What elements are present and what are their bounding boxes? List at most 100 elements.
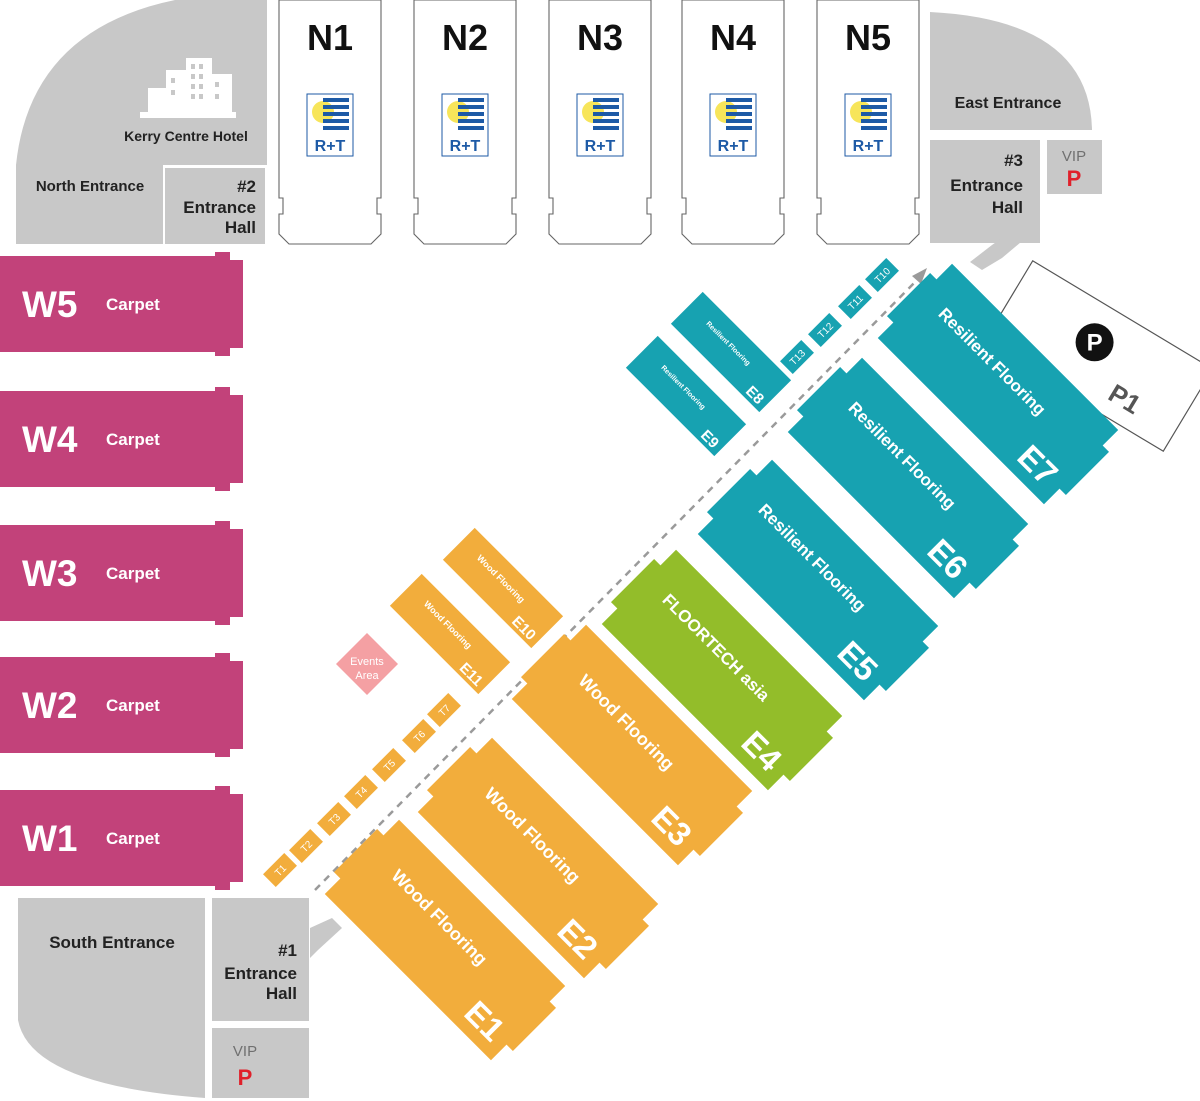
hall-shape <box>344 775 378 809</box>
hall-category: Carpet <box>106 696 160 715</box>
hall-t10[interactable]: T10 <box>865 258 899 292</box>
hall3-entrance: Entrance <box>950 176 1023 195</box>
hall-shape <box>289 829 323 863</box>
hall-category: Carpet <box>106 564 160 583</box>
hall-shape <box>787 357 1029 599</box>
parking-symbol: P <box>1087 329 1103 356</box>
hall-t7[interactable]: T7 <box>427 693 461 727</box>
events-line2: Area <box>355 670 379 682</box>
hall-t1[interactable]: T1 <box>263 853 297 887</box>
hall-name: N1 <box>307 17 353 58</box>
hall-shape <box>372 748 406 782</box>
hall-name: W3 <box>22 553 78 594</box>
vip-parking-south[interactable] <box>212 1028 309 1098</box>
hall2-entrance: Entrance <box>183 198 256 217</box>
hall-name: N2 <box>442 17 488 58</box>
hotel-building-windows <box>171 64 219 99</box>
hall-shape <box>324 819 566 1061</box>
hall-w4[interactable]: W4 Carpet <box>0 387 243 491</box>
hall-category: Carpet <box>106 430 160 449</box>
hall-shape <box>838 285 872 319</box>
vip-east-label: VIP <box>1062 148 1086 165</box>
connector-south <box>310 918 342 958</box>
hall-t6[interactable]: T6 <box>402 719 436 753</box>
hall-n2[interactable]: N2R+T <box>413 0 517 245</box>
hall-t2[interactable]: T2 <box>289 829 323 863</box>
hall-name: W4 <box>22 419 78 460</box>
hall1-entrance: Entrance <box>224 964 297 983</box>
hall-shape <box>808 313 842 347</box>
parking-icon <box>1075 323 1114 362</box>
south-entrance-area[interactable] <box>18 898 205 1098</box>
hall-w3[interactable]: W3 Carpet <box>0 521 243 625</box>
events-line1: Events <box>350 656 384 668</box>
parking-p1[interactable]: P P1 <box>982 259 1200 453</box>
east-entrance-area[interactable] <box>930 12 1092 130</box>
hall-shape <box>697 459 939 701</box>
rt-logo-text: R+T <box>718 138 749 155</box>
rt-logo-icon <box>576 93 624 157</box>
walkway-arrow-icon <box>912 268 927 284</box>
hall-t3[interactable]: T3 <box>317 802 351 836</box>
events-area[interactable]: Events Area <box>336 633 398 695</box>
hall-shape <box>601 549 843 791</box>
walkway-path <box>314 278 919 891</box>
hall-shape <box>670 291 792 413</box>
hall-shape <box>0 521 243 625</box>
hall-name: N3 <box>577 17 623 58</box>
rt-logo-icon <box>709 93 757 157</box>
rt-logo-icon <box>306 93 354 157</box>
vip-east-p: P <box>1067 166 1082 191</box>
hall-w1[interactable]: W1 Carpet <box>0 786 243 890</box>
hall2-area[interactable] <box>165 168 265 244</box>
hall-shape <box>0 252 243 356</box>
hall-shape <box>427 693 461 727</box>
hall-shape <box>317 802 351 836</box>
hall-shape <box>0 653 243 757</box>
hall-shape <box>780 340 814 374</box>
hall-shape <box>0 786 243 890</box>
hall-t11[interactable]: T11 <box>838 285 872 319</box>
hall-name: W1 <box>22 818 78 859</box>
hall-shape <box>0 387 243 491</box>
hall-n5[interactable]: N5R+T <box>816 0 920 245</box>
hall-shape <box>389 573 511 695</box>
hall2-number: #2 <box>237 177 256 196</box>
hall-n3[interactable]: N3R+T <box>548 0 652 245</box>
hall-shape <box>263 853 297 887</box>
north-entrance-label: North Entrance <box>36 178 144 195</box>
hotel-label: Kerry Centre Hotel <box>124 128 248 144</box>
rt-logo-text: R+T <box>315 138 346 155</box>
hall-shape <box>511 624 753 866</box>
hall-category: Carpet <box>106 295 160 314</box>
hall-category: Carpet <box>106 829 160 848</box>
hall-t13[interactable]: T13 <box>780 340 814 374</box>
events-area-diamond <box>336 633 398 695</box>
hall-n1[interactable]: N1R+T <box>278 0 382 245</box>
hall1-hall: Hall <box>266 984 297 1003</box>
rt-logo-icon <box>844 93 892 157</box>
hall-shape <box>877 263 1119 505</box>
hall1-area[interactable] <box>212 898 309 1021</box>
hall-t12[interactable]: T12 <box>808 313 842 347</box>
vip-parking-east[interactable] <box>1047 140 1102 194</box>
hall-n4[interactable]: N4R+T <box>681 0 785 245</box>
hall-name: N4 <box>710 17 756 58</box>
hall-t5[interactable]: T5 <box>372 748 406 782</box>
hall-t4[interactable]: T4 <box>344 775 378 809</box>
hall-shape <box>865 258 899 292</box>
vip-south-p: P <box>238 1065 253 1090</box>
rt-logo-text: R+T <box>853 138 884 155</box>
hall3-hall: Hall <box>992 198 1023 217</box>
